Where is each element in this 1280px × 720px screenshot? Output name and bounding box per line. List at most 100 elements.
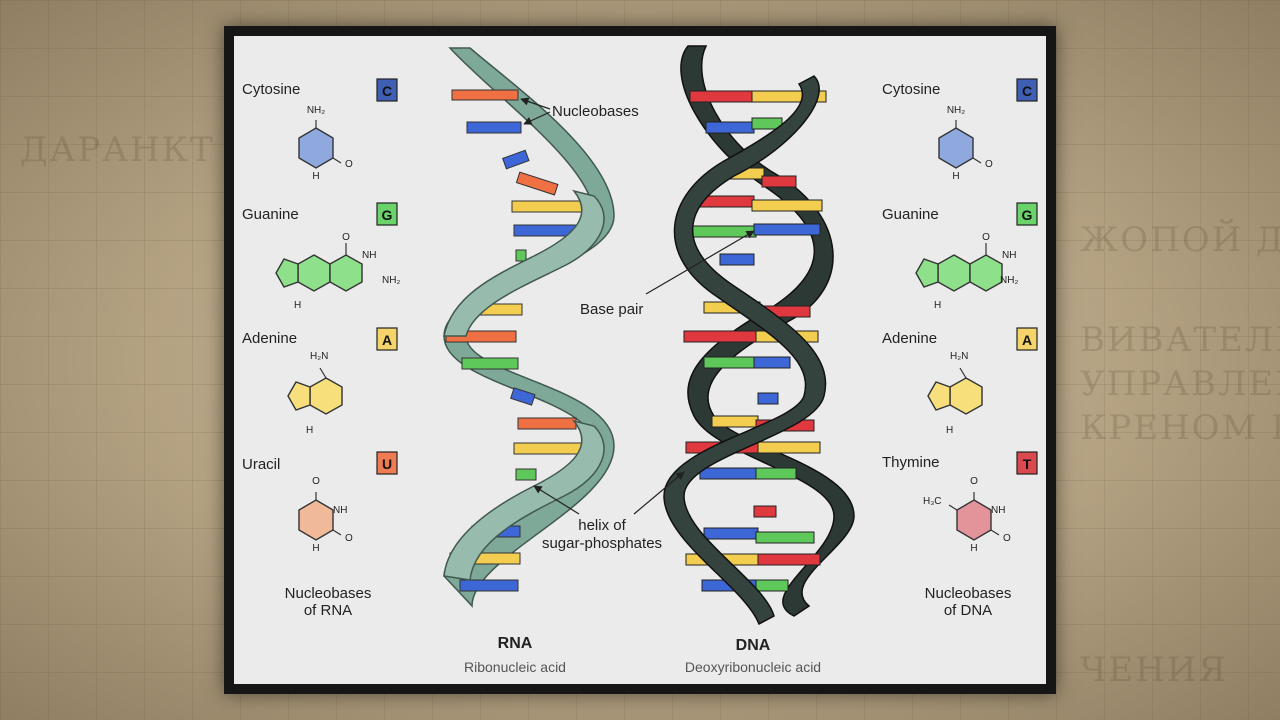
dna-subtitle: Deoxyribonucleic acid: [685, 659, 821, 675]
arrow: [633, 471, 685, 515]
background-text: КРЕНОМ РО: [1080, 408, 1280, 448]
dna-base-bar: [753, 223, 821, 236]
rna-helix: [443, 47, 615, 608]
atom-label: NH₂: [382, 275, 400, 286]
guanine-letter: G: [1022, 207, 1033, 223]
dna-base-bar: [751, 90, 827, 103]
base-name-cytosine: Cytosine: [882, 81, 940, 98]
atom-label: NH₂: [947, 105, 965, 116]
atom-label: H: [970, 543, 977, 554]
base-name-guanine: Guanine: [882, 206, 939, 223]
atom-label: H: [934, 300, 941, 311]
dna-base-bar: [761, 175, 797, 188]
rna-base-bar: [451, 89, 519, 101]
atom-label: O: [985, 159, 993, 170]
base-name-thymine: Thymine: [882, 454, 940, 471]
atom-label: NH: [362, 250, 376, 261]
arrow: [645, 230, 755, 295]
cytosine-letter: C: [382, 83, 392, 99]
dna-base-bar: [689, 90, 755, 103]
background-text: УПРАВЛЕНИ: [1080, 364, 1280, 404]
cytosine-molecule-icon: [938, 120, 982, 169]
thymine-letter: T: [1023, 456, 1032, 472]
dna-helix: [663, 45, 855, 626]
cytosine-badge: [376, 78, 398, 102]
rna-base-bar: [517, 417, 577, 430]
adenine-badge: [1016, 327, 1038, 351]
dna-title: DNA: [736, 637, 771, 654]
rna-subtitle: Ribonucleic acid: [464, 659, 566, 675]
rna-base-bar: [515, 468, 537, 481]
guanine-letter: G: [382, 207, 393, 223]
arrow: [533, 485, 580, 515]
background-text: ЧЕНИЯ: [1080, 650, 1228, 690]
atom-label: H₂N: [950, 351, 968, 362]
arrow: [523, 111, 551, 125]
dna-base-bar: [757, 553, 821, 566]
base-name-uracil: Uracil: [242, 456, 280, 473]
adenine-badge: [376, 327, 398, 351]
dna-base-bar: [755, 467, 797, 480]
cytosine-badge: [1016, 78, 1038, 102]
dna-caption-line2: of DNA: [944, 602, 992, 619]
dna-base-bar: [757, 392, 779, 405]
rna-base-bar: [513, 442, 585, 455]
rna-base-bar: [459, 579, 519, 592]
rna-base-bar: [511, 200, 583, 213]
background-text: ЖОПОЙ ДЮК: [1080, 220, 1280, 260]
atom-label: O: [312, 476, 320, 487]
atom-label: O: [1003, 533, 1011, 544]
background-text: ВИВАТЕЛИ: [1080, 320, 1280, 360]
dna-base-bar: [753, 505, 777, 518]
atom-label: H: [312, 543, 319, 554]
atom-label: O: [342, 232, 350, 243]
dna-strand-2: [663, 75, 827, 626]
rna-ribbon-front: [443, 189, 605, 337]
label-nucleobases: Nucleobases: [552, 103, 639, 120]
background-text: ДАРАНКТ: [20, 130, 215, 170]
dna-base-bar: [751, 199, 823, 212]
rna-base-bar: [461, 357, 519, 370]
dna-base-bar: [757, 441, 821, 454]
dna-base-bar: [755, 579, 789, 592]
atom-label: H₃C: [923, 496, 942, 507]
thymine-badge: [1016, 451, 1038, 475]
atom-label: H: [294, 300, 301, 311]
dna-base-bar: [711, 415, 759, 428]
annotations: Nucleobases Base pair helix of sugar-pho…: [464, 97, 821, 675]
guanine-molecule-icon: [915, 243, 1003, 292]
atom-label: NH₂: [307, 105, 325, 116]
rna-ribbon-front: [443, 419, 605, 581]
atom-label: NH₂: [1000, 275, 1018, 286]
dna-base-bar: [699, 467, 759, 480]
atom-label: O: [982, 232, 990, 243]
uracil-badge: [376, 451, 398, 475]
atom-label: O: [970, 476, 978, 487]
rna-caption-line1: Nucleobases: [285, 585, 372, 602]
uracil-molecule-icon: [298, 492, 342, 541]
dna-base-bar: [683, 330, 759, 343]
adenine-molecule-icon: [927, 367, 983, 415]
rna-dna-diagram: Cytosine C NH₂ O H Guanine G O NH NH₂ H …: [242, 45, 1038, 675]
atom-label: H₂N: [310, 351, 328, 362]
guanine-badge: [1016, 202, 1038, 226]
dna-base-bar: [703, 527, 759, 540]
dna-base-bar: [753, 356, 791, 369]
guanine-molecule-icon: [275, 243, 363, 292]
base-name-adenine: Adenine: [242, 330, 297, 347]
label-helix-line1: helix of: [578, 517, 626, 534]
atom-label: NH: [991, 505, 1005, 516]
guanine-badge: [376, 202, 398, 226]
rna-caption-line2: of RNA: [304, 602, 352, 619]
base-name-cytosine: Cytosine: [242, 81, 300, 98]
atom-label: O: [345, 159, 353, 170]
dna-base-bar: [705, 121, 755, 134]
dna-base-bar: [719, 253, 755, 266]
dna-base-bar: [755, 531, 815, 544]
rna-title: RNA: [498, 635, 533, 652]
cytosine-molecule-icon: [298, 120, 342, 169]
label-base-pair: Base pair: [580, 301, 643, 318]
uracil-letter: U: [382, 456, 392, 472]
cytosine-letter: C: [1022, 83, 1032, 99]
rna-base-bar: [466, 121, 522, 134]
